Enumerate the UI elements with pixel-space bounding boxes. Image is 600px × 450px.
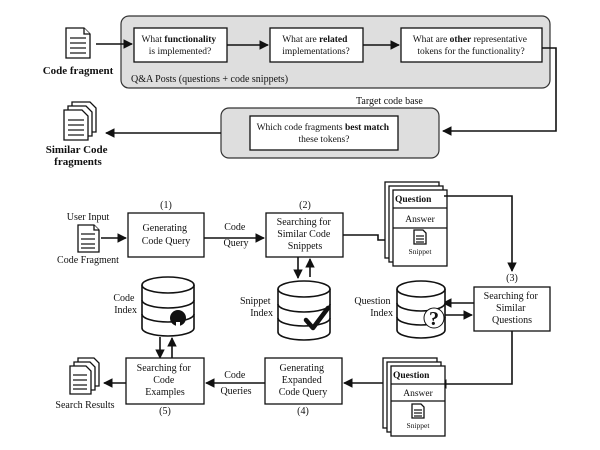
similar-code-fragments-icon — [63, 101, 97, 141]
svg-text:?: ? — [429, 308, 439, 330]
arrow-posts-to-search-questions — [444, 195, 517, 272]
searching-similar-questions-box — [473, 286, 551, 332]
qa-posts-label: Q&A Posts (questions + code snippets) — [131, 74, 288, 85]
searching-code-examples-text: Searching for Code Examples — [137, 363, 194, 398]
step-2-label: (2) — [299, 200, 311, 211]
generating-code-query-box — [127, 212, 205, 258]
snippet-index-label: Snippet Index — [240, 296, 273, 319]
snippet-index-database-icon — [277, 280, 331, 341]
step-5-label: (5) — [159, 406, 171, 417]
question-label-bottom: Question — [393, 371, 430, 381]
similar-code-fragments-label: Similar Code fragments — [46, 144, 111, 168]
search-results-label: Search Results — [55, 400, 114, 411]
code-query-label: Code Query — [224, 222, 249, 249]
code-index-database-icon — [141, 276, 195, 337]
code-index-label: Code Index — [113, 293, 137, 316]
snippet-document-icon-top — [413, 229, 427, 245]
code-fragment-document-icon — [65, 27, 91, 59]
checkmark-icon — [303, 305, 331, 331]
question-related-box — [269, 27, 364, 63]
question-functionality-box — [133, 27, 228, 63]
searching-similar-snippets-text: Searching for Similar Code Snippets — [277, 217, 334, 252]
generating-code-query-text: Generating Code Query — [142, 223, 191, 247]
code-fragment-input-label: Code Fragment — [57, 255, 119, 266]
question-best-match-box — [249, 115, 399, 151]
question-other-tokens-text: What are other representative tokens for… — [413, 35, 530, 57]
step-3-label: (3) — [506, 273, 518, 284]
step-1-label: (1) — [160, 200, 172, 211]
question-other-tokens-box — [400, 27, 543, 63]
generating-expanded-query-box — [264, 357, 343, 405]
user-input-document-icon — [77, 224, 100, 253]
arrow-search-questions-to-posts — [437, 331, 513, 389]
snippet-document-icon-bottom — [411, 403, 425, 419]
question-related-text: What are related implementations? — [282, 35, 350, 57]
step-4-label: (4) — [297, 406, 309, 417]
question-mark-icon: ? — [423, 307, 445, 330]
question-index-label: Question Index — [354, 296, 393, 319]
answer-label-bottom: Answer — [403, 389, 433, 399]
search-results-icon — [69, 357, 100, 395]
qa-post-stack-bottom — [382, 357, 446, 437]
github-icon — [170, 310, 186, 326]
arrow-q3-to-target — [442, 47, 557, 136]
question-label-top: Question — [395, 195, 432, 205]
snippet-label-top: Snippet — [409, 247, 433, 256]
qa-post-stack-top — [384, 181, 448, 267]
generating-expanded-query-text: Generating Expanded Code Query — [279, 363, 328, 398]
target-code-base-label: Target code base — [356, 96, 423, 107]
question-best-match-text: Which code fragments best match these to… — [257, 122, 392, 145]
searching-similar-questions-text: Searching for Similar Questions — [484, 291, 541, 326]
searching-similar-snippets-box — [265, 212, 344, 258]
answer-label-top: Answer — [405, 215, 435, 225]
question-functionality-text: What functionality is implemented? — [141, 35, 218, 57]
code-fragment-label: Code fragment — [43, 65, 114, 77]
snippet-label-bottom: Snippet — [407, 421, 431, 430]
user-input-label: User Input — [67, 212, 110, 223]
code-queries-label: Code Queries — [220, 370, 251, 397]
searching-code-examples-box — [125, 357, 205, 405]
